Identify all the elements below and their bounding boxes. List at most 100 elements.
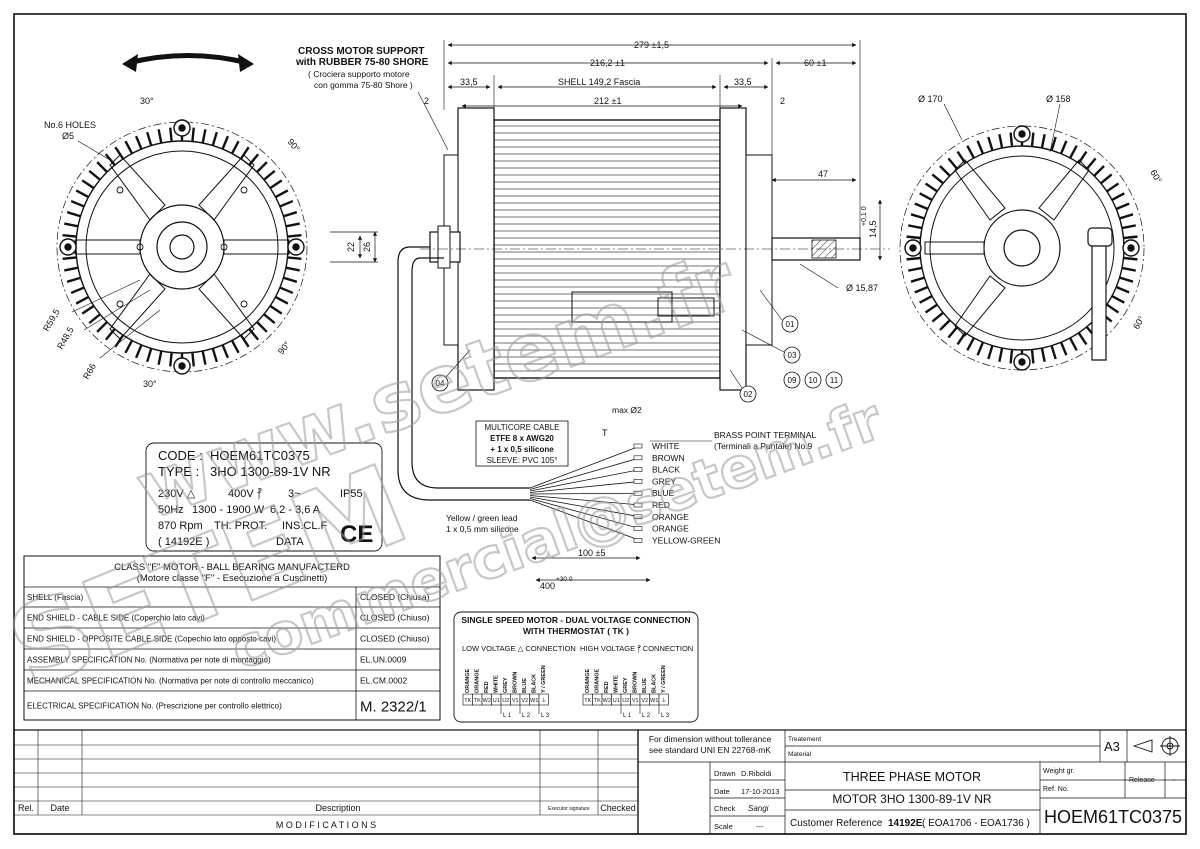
release-label: Release bbox=[1129, 777, 1155, 784]
brass-line-1: BRASS POINT TERMINAL bbox=[714, 430, 816, 440]
mod-header-description: Description bbox=[315, 803, 360, 813]
conn-title-2: WITH THERMOSTAT ( TK ) bbox=[523, 626, 629, 636]
conn-terminal: U1 bbox=[613, 698, 620, 704]
spec-row-label: END SHIELD - CABLE SIDE (Coperchio lato … bbox=[27, 614, 205, 623]
spec-row-value: CLOSED (Chiusa) bbox=[360, 592, 430, 602]
dim-279: 279 ±1,5 bbox=[634, 40, 669, 50]
conn-terminal: W2 bbox=[603, 698, 611, 704]
ce-mark: CE bbox=[340, 521, 373, 548]
customer-ref-detail: ( EOA1706 - EOA1736 ) bbox=[922, 818, 1030, 829]
wire-label: BROWN bbox=[652, 453, 685, 463]
nameplate: CODE : HOEM61TC0375 TYPE : 3HO 1300-89-1… bbox=[145, 442, 383, 552]
np-400v: 400V ⳨ bbox=[228, 488, 262, 501]
conn-terminal: U2 bbox=[502, 698, 509, 704]
holes-diameter: Ø5 bbox=[62, 131, 74, 141]
check-label: Check bbox=[714, 804, 736, 813]
conn-terminal: W1 bbox=[650, 698, 658, 704]
date-label: Date bbox=[714, 787, 730, 796]
rotation-arrow bbox=[127, 53, 249, 66]
conn-wire-label: WHITE bbox=[494, 675, 500, 693]
cooling-fins bbox=[62, 127, 302, 367]
low-voltage-label: LOW VOLTAGE △ CONNECTION bbox=[462, 644, 576, 653]
np-current: 6,2 - 3,6 A bbox=[270, 504, 321, 516]
conn-terminal: V1 bbox=[512, 698, 519, 704]
np-phase: 3~ bbox=[288, 488, 301, 500]
dim-14-5-tol: +0,1 0 bbox=[861, 206, 868, 226]
spec-row-label: END SHIELD - OPPOSITE CABLE SIDE (Copech… bbox=[27, 635, 276, 644]
np-insclass: INS.CL.F bbox=[282, 520, 328, 532]
conn-line-label: L 3 bbox=[541, 713, 550, 719]
conn-wire-label: ORANGE bbox=[475, 669, 481, 693]
conn-terminal: U1 bbox=[493, 698, 500, 704]
np-rpm: 870 Rpm bbox=[158, 520, 203, 532]
conn-terminal: TK bbox=[464, 698, 471, 704]
conn-wire-label: Y / GREEN bbox=[661, 665, 667, 693]
dim-14-5: 14,5 bbox=[868, 220, 878, 238]
conn-terminal: U2 bbox=[622, 698, 629, 704]
conn-line-label: L 3 bbox=[661, 713, 670, 719]
spec-header-2: (Motore classe "F" - Esecuzione a Cuscin… bbox=[137, 573, 327, 584]
callout-10: 10 bbox=[809, 376, 818, 385]
cross-support-title: CROSS MOTOR SUPPORT bbox=[298, 46, 425, 57]
np-230v: 230V △ bbox=[158, 488, 196, 500]
dim-400: 400 bbox=[540, 581, 555, 591]
spec-row-value: EL.UN.0009 bbox=[360, 655, 407, 665]
conn-wire-label: WHITE bbox=[614, 675, 620, 693]
mod-header-checked: Checked bbox=[600, 803, 636, 813]
angle-30-top: 30° bbox=[140, 96, 154, 106]
conn-terminal: V2 bbox=[521, 698, 528, 704]
conn-wire-label: ORANGE bbox=[465, 669, 471, 693]
conn-terminal: TK bbox=[474, 698, 481, 704]
callout-02: 02 bbox=[744, 390, 753, 399]
spec-row-label: MECHANICAL SPECIFICATION No. (Normativa … bbox=[27, 677, 314, 686]
scale-value: --- bbox=[756, 822, 764, 831]
wire-label: GREY bbox=[652, 476, 676, 486]
mod-header-executor: Executor signature bbox=[548, 806, 590, 812]
cable-line-4: SLEEVE: PVC 105° bbox=[487, 456, 558, 465]
callout-04: 04 bbox=[436, 379, 445, 388]
low-voltage-terminals: ORANGETKORANGETKREDW2WHITEU1GREYU2BROWNV… bbox=[462, 665, 550, 719]
dim-22: 22 bbox=[346, 242, 356, 252]
dim-212: 212 ±1 bbox=[594, 96, 621, 106]
np-ip55: IP55 bbox=[340, 488, 363, 500]
conn-terminal: W1 bbox=[530, 698, 538, 704]
dim-60: 60 ±1 bbox=[804, 58, 826, 68]
weight-label: Weight gr. bbox=[1043, 768, 1074, 775]
dim-100: 100 ±5 bbox=[578, 548, 605, 558]
conn-terminal: V1 bbox=[632, 698, 639, 704]
conn-terminal: ⏚ bbox=[541, 697, 547, 704]
wire-label: YELLOW-GREEN bbox=[652, 535, 720, 545]
dim-26: 26 bbox=[362, 242, 372, 252]
wire-label: RED bbox=[652, 500, 670, 510]
spec-header-1: CLASS "F" MOTOR - BALL BEARING MANUFACTE… bbox=[114, 562, 350, 573]
conn-wire-label: RED bbox=[484, 681, 490, 693]
cooling-fins bbox=[906, 132, 1138, 364]
angle-90-lower: 90° bbox=[276, 339, 293, 356]
title-block: For dimension without tollerance see sta… bbox=[637, 729, 1187, 835]
callout-03: 03 bbox=[788, 351, 797, 360]
callout-01: 01 bbox=[786, 320, 795, 329]
release-value: - bbox=[1172, 775, 1175, 786]
np-data: DATA bbox=[276, 536, 304, 548]
cable-line-3: + 1 x 0,5 silicone bbox=[490, 445, 554, 454]
conn-title-1: SINGLE SPEED MOTOR - DUAL VOLTAGE CONNEC… bbox=[461, 615, 690, 625]
dim-2-left: 2 bbox=[424, 96, 429, 106]
dim-216: 216,2 ±1 bbox=[590, 58, 625, 68]
diameter-158: Ø 158 bbox=[1046, 94, 1071, 104]
drawing-title: THREE PHASE MOTOR bbox=[843, 770, 981, 784]
angle-60-lower: 60° bbox=[1131, 314, 1147, 331]
radius-r66: R66 bbox=[81, 362, 98, 381]
cross-support-it1: ( Crociera supporto motore bbox=[308, 69, 410, 79]
dim-2-right: 2 bbox=[780, 96, 785, 106]
modifications-footer: M O D I F I C A T I O N S bbox=[276, 820, 376, 830]
treatment-label: Treatement bbox=[788, 736, 821, 743]
wire-label: WHITE bbox=[652, 441, 680, 451]
wire-label: BLUE bbox=[652, 488, 675, 498]
yg-lead-line-1: Yellow / green lead bbox=[446, 513, 518, 523]
conn-wire-label: GREY bbox=[623, 677, 629, 693]
spec-table: CLASS "F" MOTOR - BALL BEARING MANUFACTE… bbox=[23, 555, 441, 721]
type-label: TYPE : bbox=[158, 464, 199, 479]
spec-row-value: CLOSED (Chiuso) bbox=[360, 613, 430, 623]
mod-header-date: Date bbox=[50, 803, 69, 813]
